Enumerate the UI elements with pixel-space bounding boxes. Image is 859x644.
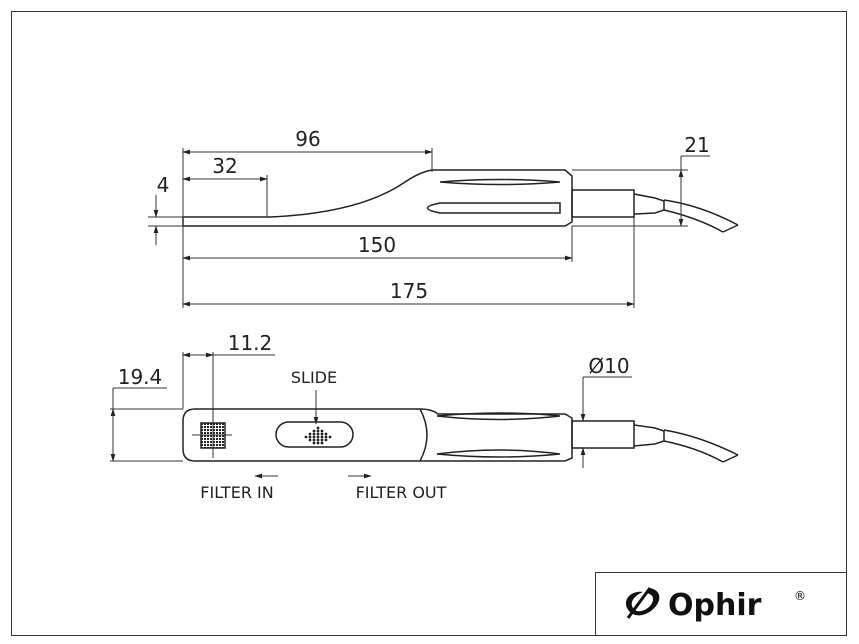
- side-view-connector: [571, 189, 635, 218]
- filter-out-label: FILTER OUT: [356, 483, 447, 502]
- drawing-frame: [11, 11, 847, 636]
- top-view-ridge-upper: [436, 412, 561, 421]
- top-view-ridge-lower: [436, 449, 561, 458]
- dim-32: 32: [212, 154, 237, 178]
- top-view-body: [182, 408, 573, 462]
- dim-diameter-10: Ø10: [588, 354, 629, 378]
- dim-4: 4: [157, 173, 170, 197]
- side-view-slot: [426, 202, 561, 214]
- dim-175: 175: [390, 279, 428, 303]
- dim-150: 150: [358, 233, 396, 257]
- dim-21: 21: [684, 133, 709, 157]
- slide-grip: [304, 426, 332, 445]
- dim-11-2: 11.2: [228, 331, 273, 355]
- side-view-body: [182, 169, 573, 227]
- ophir-logo: Ophir ®: [595, 572, 847, 636]
- logo-brand-text: Ophir: [668, 588, 762, 623]
- filter-in-label: FILTER IN: [200, 483, 273, 502]
- logo-registered-mark: ®: [794, 589, 806, 603]
- side-view-ridge: [439, 178, 561, 186]
- slide-label: SLIDE: [291, 368, 337, 387]
- top-view-cable: [663, 429, 739, 456]
- side-view: 96 32 4 21 150 175: [148, 127, 739, 308]
- dim-96: 96: [295, 127, 320, 151]
- ophir-swoosh-icon: [625, 587, 660, 619]
- top-view-connector: [571, 420, 635, 449]
- dim-19-4: 19.4: [118, 365, 163, 389]
- top-view: SLIDE 11.2 19.4 Ø10 FILTER IN FILTER OUT: [110, 331, 739, 502]
- side-view-cable: [663, 199, 739, 226]
